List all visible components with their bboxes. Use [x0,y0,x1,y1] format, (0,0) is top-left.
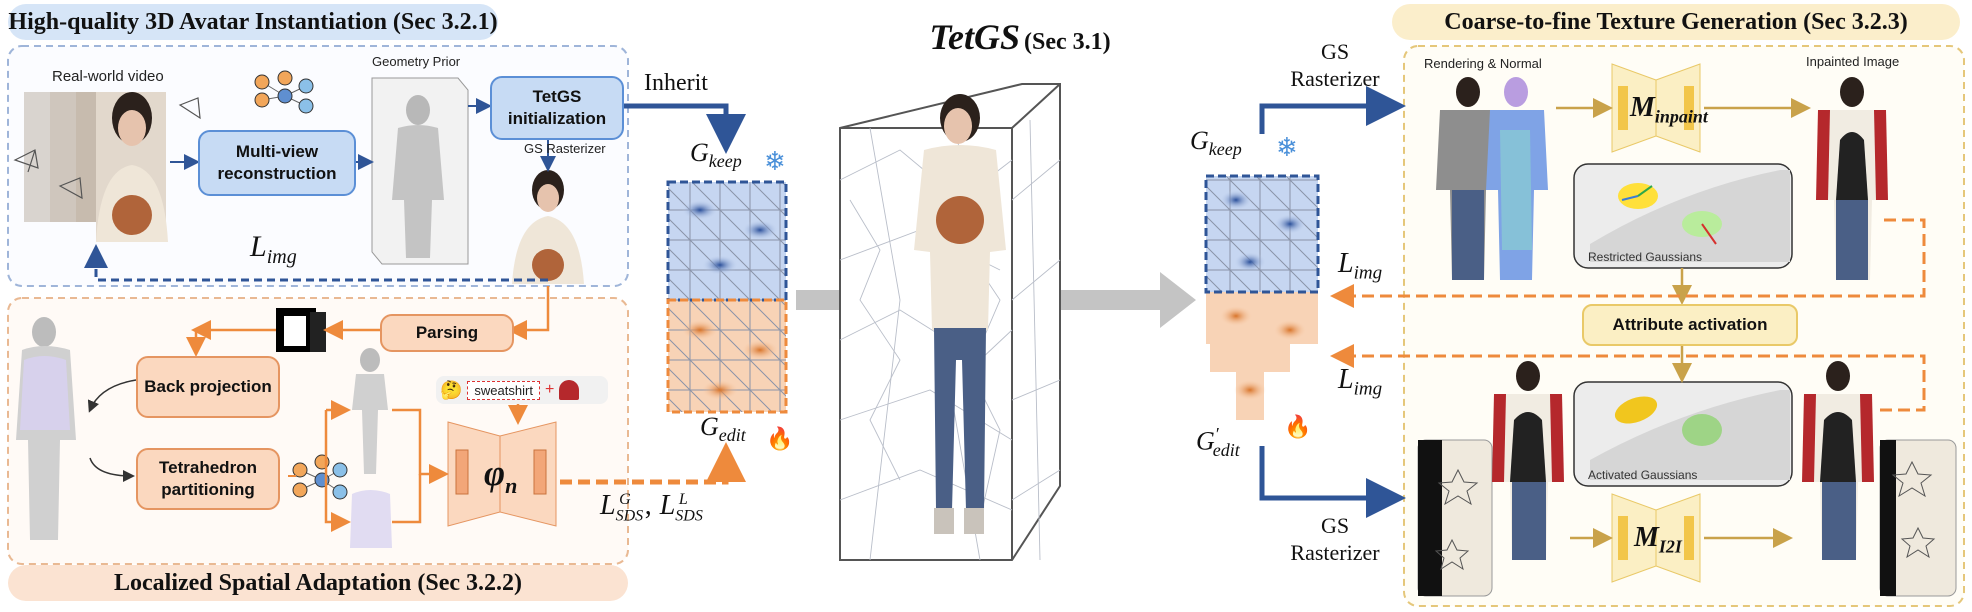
gaussian-block-middle [666,180,788,414]
l-img-left-base: L [250,230,267,263]
l-img-left-sub: img [266,246,297,268]
gs-rast-bot-line1: GS [1320,513,1350,538]
phi-network-shape [447,421,557,527]
gs-rast-top-line1: GS [1320,39,1350,64]
rendering-normal-label: Rendering & Normal [1424,56,1542,71]
m-i2i-shape [1611,493,1701,583]
gs-rasterizer-label-left: GS Rasterizer [524,141,606,156]
prompt-bubble: 🤔 sweatshirt + [436,376,608,404]
m-inpaint-shape [1611,63,1701,153]
restricted-gaussians-image [1573,163,1793,269]
g-edit-label-mid: Gedit [700,412,746,446]
m-i2i-base: M [1634,522,1659,553]
g-edit-mid-sub: edit [718,425,746,446]
phi-base: φ [484,453,506,493]
tetrahedron-partitioning-box: Tetrahedron partitioning [136,448,280,510]
g-edit-right-prime: ′ [1214,424,1219,444]
gray-body-parts-image [350,348,392,548]
l-img-r2-sub: img [1353,378,1383,400]
activated-gaussians-label: Activated Gaussians [1588,468,1698,482]
l-img-r1-sub: img [1353,262,1383,284]
activated-gaussians-image [1573,381,1793,487]
l-img-label-left: Limg [250,230,297,269]
l-img-r2-base: L [1338,364,1354,395]
g-keep-mid-base: G [690,138,709,167]
multiview-reconstruction-box: Multi-view reconstruction [198,130,356,196]
l-img-label-right-1: Limg [1338,248,1382,285]
thinking-emoji-icon: 🤔 [440,379,463,400]
g-keep-label-right: Gkeep [1190,126,1242,160]
section2-title: Localized Spatial Adaptation (Sec 3.2.2) [8,565,628,601]
tetgs-title-main: TetGS [929,17,1021,57]
m-inpaint-base: M [1630,92,1655,123]
sds-l-sub: SDS [675,507,703,525]
tetgs-title-sub: (Sec 3.1) [1024,29,1111,55]
mask-images [276,308,326,352]
rendering-normal-image [1436,77,1548,280]
m-inpaint-sub: inpaint [1654,106,1708,127]
g-keep-mid-sub: keep [708,151,742,172]
gs-rast-bot-line2: Rasterizer [1290,540,1380,565]
l-img-label-right-2: Limg [1338,364,1382,401]
parsing-box: Parsing [380,314,514,352]
sds-g-sup: G [619,490,631,508]
attribute-activation-box: Attribute activation [1582,304,1798,346]
geometry-prior-label: Geometry Prior [372,54,461,69]
snowflake-icon-mid: ❄ [764,146,786,176]
gray-body-image [16,317,76,540]
inherit-label: Inherit [644,70,708,96]
l-img-r1-base: L [1338,248,1354,279]
sds-l-base: L [659,490,676,521]
fire-icon-right: 🔥 [1284,414,1312,439]
g-keep-label-mid: Gkeep [690,138,742,172]
prompt-text: sweatshirt [467,380,540,400]
gs-rasterizer-bottom: GS Rasterizer [1280,512,1390,566]
g-keep-right-base: G [1190,126,1209,155]
avatar-render-image [512,170,584,284]
sweatshirt-icon [559,380,580,400]
section3-title: Coarse-to-fine Texture Generation (Sec 3… [1392,4,1960,40]
tetgs-initialization-box: TetGS initialization [490,76,624,140]
g-edit-right-sub: edit [1212,439,1240,460]
g-keep-right-sub: keep [1208,139,1242,160]
geometry-prior-image [371,77,469,265]
sds-g-base: L [600,490,616,521]
sds-l-sup: L [678,490,688,508]
fire-icon-mid: 🔥 [766,426,794,451]
m-inpaint-label: Minpaint [1630,92,1708,128]
m-i2i-sub: I2I [1658,536,1682,557]
real-world-video-label: Real-world video [52,68,164,85]
gaussian-block-right [1204,174,1320,420]
gs-rasterizer-top: GS Rasterizer [1280,38,1390,92]
restricted-gaussians-label: Restricted Gaussians [1588,250,1703,264]
g-edit-right-base: G [1196,426,1215,456]
section1-title: High-quality 3D Avatar Instantiation (Se… [8,4,498,40]
sds-g-sub: SDS [615,507,644,525]
closeup-left-image [1417,439,1493,597]
m-i2i-label: MI2I [1634,522,1682,558]
prompt-plus: + [544,381,555,398]
back-projection-box: Back projection [136,356,280,418]
inpainted-image-label: Inpainted Image [1806,54,1900,69]
gs-rast-top-line2: Rasterizer [1290,66,1380,91]
sds-sep: , [644,490,652,521]
output-right-image [1802,361,1874,560]
snowflake-icon-right: ❄ [1276,132,1298,162]
output-left-image [1492,361,1564,560]
camera-icons [13,97,201,200]
person-image [914,94,1006,534]
closeup-right-image [1879,439,1957,597]
phi-label: φn [484,452,517,499]
g-edit-label-right: G′edit [1196,424,1240,461]
g-edit-mid-base: G [700,412,719,441]
inpainted-image [1816,77,1888,280]
tetgs-title: TetGS (Sec 3.1) [900,16,1140,58]
video-frames-image [24,92,168,242]
sds-loss-label: LSDSG,LSDSL [600,490,703,526]
phi-sub: n [505,473,518,499]
network-icon-1 [254,70,314,114]
